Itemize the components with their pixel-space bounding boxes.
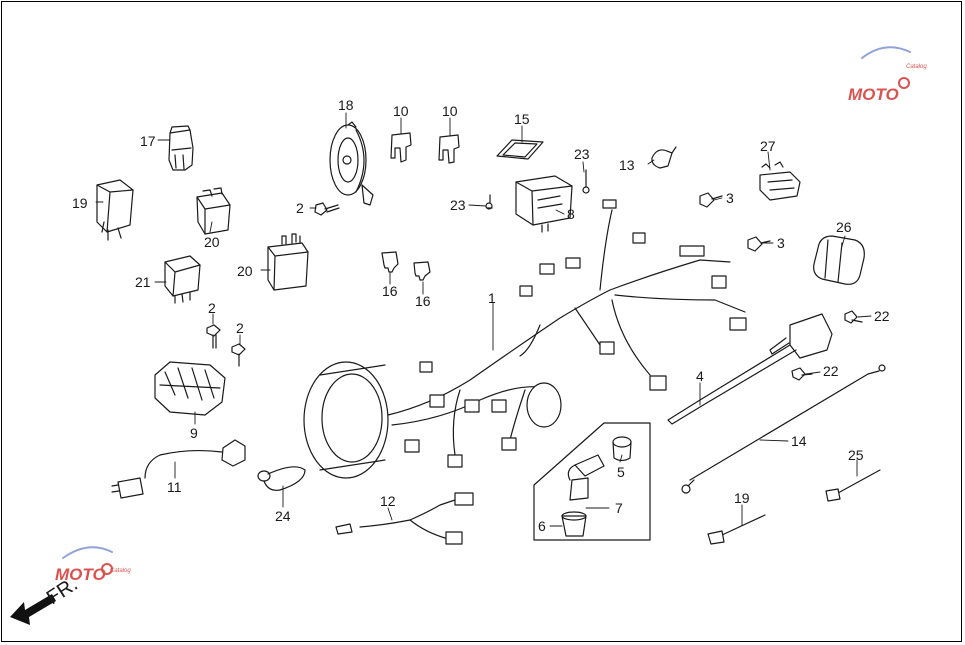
part-4-ignition-coil (667, 313, 833, 425)
part-2-bolt-a (314, 202, 340, 216)
part-1-main-harness (303, 199, 747, 479)
part-22-bolt-a (844, 310, 863, 324)
part-20-relay (267, 233, 309, 291)
callout-2: 2 (296, 200, 304, 216)
part-14-cable (681, 364, 886, 494)
part-19-cable-tie (707, 514, 766, 545)
part-16-fuse-a (381, 251, 399, 273)
part-15-bracket-plate (496, 139, 544, 160)
part-10-fuse-a (390, 132, 412, 163)
watermark-tagline-top: Catalog (906, 64, 927, 70)
callout-20: 20 (237, 263, 253, 279)
part-27-coupler (759, 161, 801, 201)
callout-16: 16 (382, 283, 398, 299)
part-12-sub-harness (335, 492, 474, 545)
part-3-bolt-a (699, 192, 723, 208)
part-7-plug-group (533, 422, 651, 541)
callout-9: 9 (190, 425, 198, 441)
callout-12: 12 (380, 493, 396, 509)
part-26-cylinder-relay (813, 235, 865, 285)
part-2-bolt-c (231, 343, 246, 367)
watermark-tagline-bottom: Catalog (110, 568, 131, 574)
part-23-screw-b (582, 169, 590, 194)
part-20-small-connector (196, 187, 231, 235)
leader-lines (95, 112, 872, 527)
part-9-regulator (154, 361, 226, 416)
part-13-bulb (651, 146, 677, 169)
callout-22: 22 (823, 363, 839, 379)
callout-20: 20 (204, 234, 220, 250)
callout-15: 15 (514, 111, 530, 127)
callout-23: 23 (450, 197, 466, 213)
part-16-fuse-b (413, 261, 431, 281)
callout-10: 10 (393, 103, 409, 119)
watermark-logo-bottom (62, 546, 113, 575)
callout-16: 16 (415, 293, 431, 309)
part-24-cable-tie (257, 466, 306, 491)
part-2-bolt-b (206, 324, 221, 349)
part-21-relay (164, 255, 201, 304)
watermark-logo-top (861, 46, 911, 89)
callout-19: 19 (72, 195, 88, 211)
callout-21: 21 (135, 274, 151, 290)
callout-4: 4 (696, 368, 704, 384)
callout-2: 2 (208, 300, 216, 316)
callout-23: 23 (574, 146, 590, 162)
watermark-text-bottom: MOTO (55, 565, 106, 584)
callout-24: 24 (275, 508, 291, 524)
callout-11: 11 (167, 479, 182, 495)
callout-3: 3 (777, 235, 785, 251)
callout-19: 19 (734, 490, 750, 506)
callout-7: 7 (615, 500, 623, 516)
callout-8: 8 (567, 206, 575, 222)
part-10-fuse-b (438, 134, 460, 164)
part-17-connector-cap (168, 125, 194, 171)
callout-2: 2 (236, 320, 244, 336)
callout-labels: 1 2 2 2 3 3 4 5 6 7 8 9 10 10 11 12 13 1… (72, 97, 890, 534)
callout-6: 6 (538, 518, 546, 534)
part-23-screw-a (485, 194, 493, 210)
callout-3: 3 (726, 190, 734, 206)
part-22-bolt-b (791, 367, 813, 381)
callout-17: 17 (140, 133, 156, 149)
callout-25: 25 (848, 447, 864, 463)
part-19-relay-module (96, 179, 134, 241)
callout-10: 10 (442, 103, 458, 119)
callout-26: 26 (836, 219, 852, 235)
callout-1: 1 (488, 290, 496, 306)
callout-18: 18 (338, 97, 354, 113)
callout-14: 14 (791, 433, 807, 449)
callout-22: 22 (874, 308, 890, 324)
callout-13: 13 (619, 157, 635, 173)
callout-5: 5 (617, 464, 625, 480)
part-3-bolt-b (747, 236, 771, 252)
part-11-sensor-cable (111, 439, 246, 499)
part-18-horn (329, 121, 374, 206)
part-25-cable-tie (825, 469, 881, 502)
watermark-text-top: MOTO (848, 85, 899, 104)
callout-27: 27 (760, 138, 776, 154)
arrow-left-icon (10, 594, 56, 625)
part-8-ecu-module (515, 175, 573, 233)
